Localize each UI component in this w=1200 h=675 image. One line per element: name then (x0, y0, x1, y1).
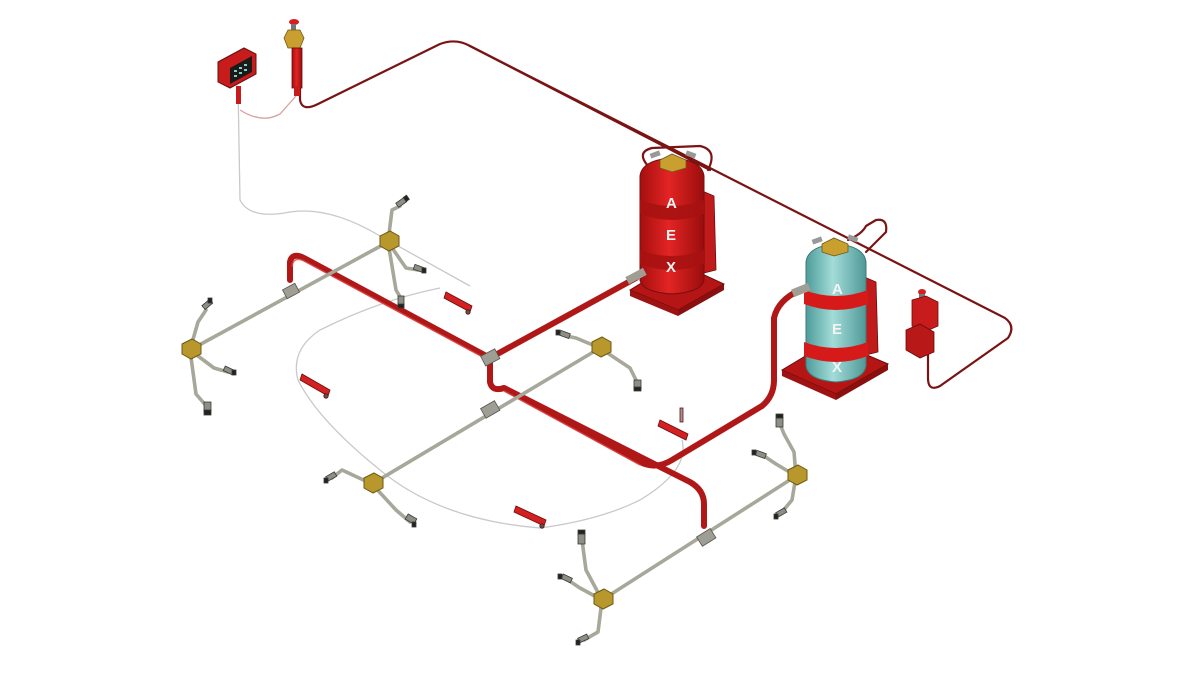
nozzle (203, 401, 212, 416)
tee-fittings (181, 230, 808, 610)
manual-release (283, 19, 305, 96)
tee-fitting (181, 338, 202, 360)
pipe-couplings (281, 282, 717, 547)
teal-cylinder-letter: E (832, 321, 842, 338)
nozzle (775, 413, 784, 428)
red-cylinder-letter: E (666, 227, 676, 244)
heat-detector-brackets (299, 291, 689, 529)
teal-cylinder: A E X (780, 234, 890, 400)
nozzle (395, 194, 410, 208)
panel-indicators (234, 64, 247, 77)
red-cylinder-letter: A (666, 195, 677, 212)
discharge-piping-highlight (291, 258, 641, 466)
coupling (480, 348, 501, 367)
coupling (696, 527, 717, 547)
heat-detector-cable (237, 85, 684, 529)
tee-fitting (379, 230, 400, 252)
detection-line (298, 40, 1013, 389)
nozzle (773, 507, 788, 520)
tee-fitting (363, 472, 384, 494)
discharge-piping (287, 252, 803, 529)
teal-cylinder-letter: X (832, 359, 842, 376)
nozzle (222, 365, 237, 376)
red-cylinder-letter: X (666, 259, 676, 276)
nozzle (412, 263, 427, 274)
nozzle (751, 449, 767, 460)
coupling (480, 400, 501, 419)
tee-fitting (593, 588, 614, 610)
nozzle (633, 379, 642, 392)
detector-bracket (513, 505, 547, 529)
red-cylinder: A E X (625, 150, 726, 316)
detector-bracket (299, 373, 331, 399)
teal-cylinder-letter: A (832, 281, 843, 298)
tee-fitting (591, 336, 612, 358)
teal-cylinder-valve (811, 234, 859, 257)
nozzle (397, 295, 405, 309)
red-cylinder-outlet (625, 267, 647, 285)
red-cylinder-valve (649, 150, 697, 173)
nozzle (575, 633, 590, 646)
teal-cylinder-outlet (791, 282, 811, 298)
control-panel (217, 47, 257, 104)
nozzle (201, 297, 214, 311)
nozzle (404, 513, 418, 528)
nozzles (201, 194, 788, 646)
teal-cylinder-strap (804, 290, 868, 310)
pressure-switch (905, 289, 939, 359)
nozzle (577, 529, 586, 545)
coupling (281, 282, 301, 300)
tee-fitting (787, 464, 808, 486)
nozzle (557, 573, 573, 584)
nozzle (555, 329, 571, 340)
detector-bracket (657, 407, 689, 441)
detector-bracket (443, 291, 473, 315)
nozzle (323, 471, 338, 484)
teal-cylinder-strap (804, 342, 868, 362)
